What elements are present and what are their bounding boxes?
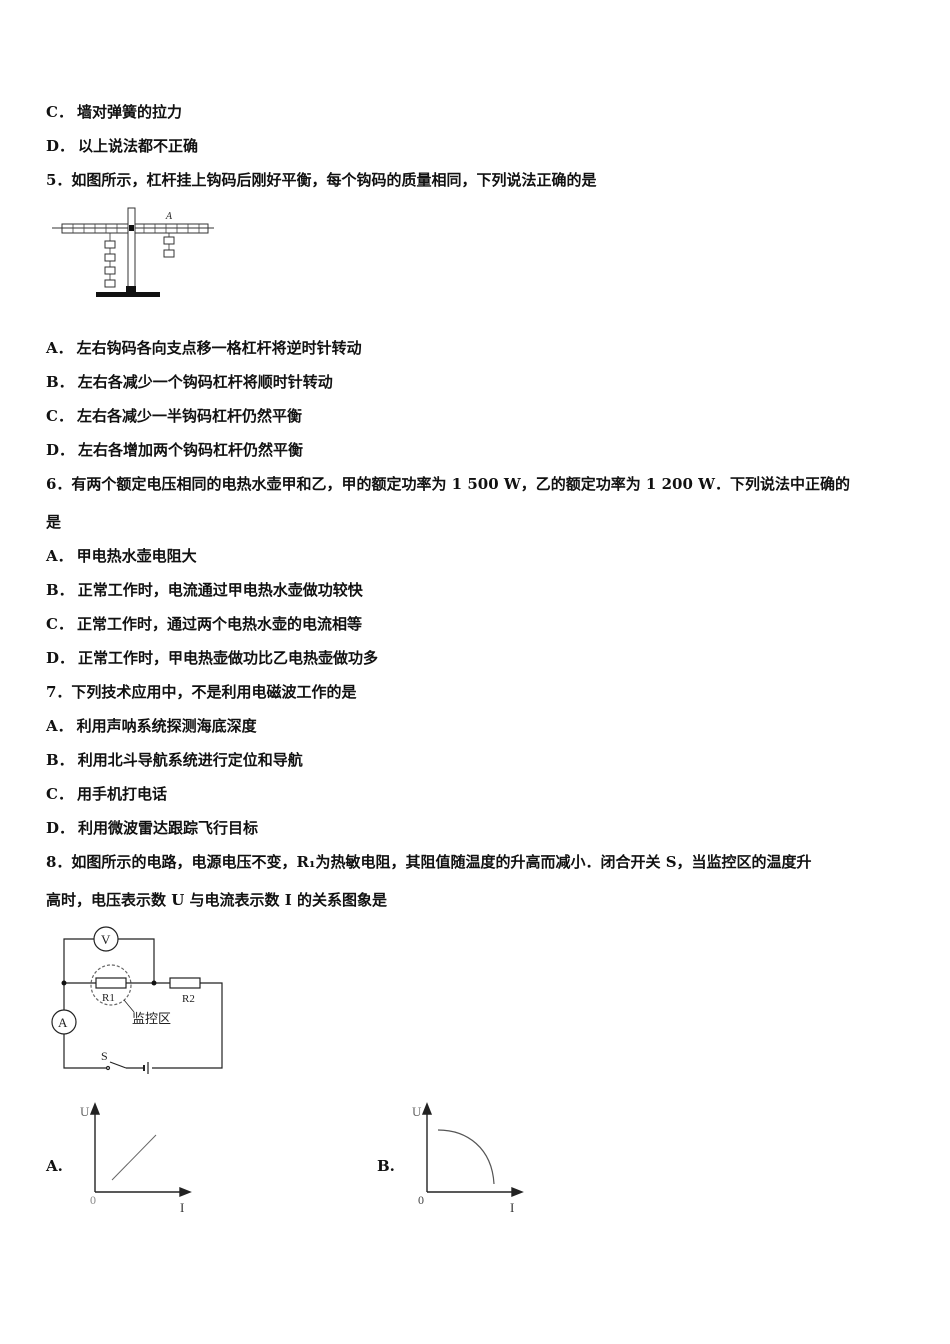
option-label: D． [46,649,75,667]
origin-label: 0 [90,1193,96,1207]
option-label: C． [46,103,73,121]
ammeter-label: A [58,1015,68,1030]
q5-option-b: B．左右各减少一个钩码杠杆将顺时针转动 [46,372,333,392]
option-label: C． [46,785,73,803]
graph-b: U 0 I [412,1102,524,1215]
circuit-diagram: V A R1 R2 S 监控区 [51,926,223,1074]
q7-option-b: B．利用北斗导航系统进行定位和导航 [46,750,303,770]
q8-stem-line2: 高时，电压表示数 U 与电流表示数 I 的关系图象是 [46,891,387,909]
q5-stem: 5．如图所示，杠杆挂上钩码后刚好平衡，每个钩码的质量相同，下列说法正确的是 [46,171,597,189]
y-axis-label: U [412,1104,422,1119]
option-label: C． [46,615,73,633]
graph-b-label: B. [377,1157,395,1175]
q7-option-a: A．利用声呐系统探测海底深度 [46,716,257,736]
q5-option-d: D．左右各增加两个钩码杠杆仍然平衡 [46,440,303,460]
x-axis-label: I [180,1200,184,1215]
q5-option-c: C．左右各减少一半钩码杠杆仍然平衡 [46,406,302,426]
option-text: 正常工作时，通过两个电热水壶的电流相等 [76,615,362,633]
q6-option-d: D．正常工作时，甲电热壶做功比乙电热壶做功多 [46,648,378,668]
q7-stem: 7．下列技术应用中，不是利用电磁波工作的是 [46,683,357,701]
monitor-zone-label: 监控区 [132,1012,171,1027]
q8-stem-line1: 8．如图所示的电路，电源电压不变，R₁为热敏电阻，其阻值随温度的升高而减小．闭合… [46,853,812,871]
graph-a-label: A. [46,1157,63,1175]
r2-label: R2 [182,993,195,1005]
r1-label: R1 [102,992,115,1004]
q6-option-c: C．正常工作时，通过两个电热水壶的电流相等 [46,614,362,634]
option-label: D． [46,441,75,459]
y-axis-label: U [80,1104,90,1119]
option-text: 左右各增加两个钩码杠杆仍然平衡 [78,441,304,459]
option-text: 利用微波雷达跟踪飞行目标 [78,819,259,837]
q4-option-d: D．以上说法都不正确 [46,136,198,156]
q5-option-a: A．左右钩码各向支点移一格杠杆将逆时针转动 [46,338,362,358]
option-text: 正常工作时，甲电热壶做功比乙电热壶做功多 [78,649,379,667]
switch-label: S [101,1049,108,1063]
option-text: 利用声呐系统探测海底深度 [76,717,257,735]
voltmeter-label: V [101,932,111,947]
q6-stem-line1: 6．有两个额定电压相同的电热水壶甲和乙，甲的额定功率为 1 500 W，乙的额定… [46,475,850,493]
q7-option-c: C．用手机打电话 [46,784,167,804]
option-label: B． [46,581,74,599]
option-text: 利用北斗导航系统进行定位和导航 [77,751,303,769]
x-axis-label: I [510,1200,514,1215]
option-label: A． [46,339,73,357]
option-text: 左右钩码各向支点移一格杠杆将逆时针转动 [76,339,362,357]
q7-option-d: D．利用微波雷达跟踪飞行目标 [46,818,258,838]
option-label: B． [46,373,74,391]
option-text: 用手机打电话 [76,785,167,803]
origin-label: 0 [418,1193,424,1207]
option-text: 左右各减少一个钩码杠杆将顺时针转动 [77,373,333,391]
q6-option-a: A．甲电热水壶电阻大 [46,546,197,566]
q6-option-b: B．正常工作时，电流通过甲电热水壶做功较快 [46,580,363,600]
graph-a: U 0 I [80,1102,192,1215]
q6-stem-line2: 是 [46,513,62,531]
option-text: 甲电热水壶电阻大 [76,547,197,565]
q4-option-c: C．墙对弹簧的拉力 [46,102,182,122]
option-label: A． [46,547,73,565]
option-label: B． [46,751,74,769]
option-text: 墙对弹簧的拉力 [76,103,182,121]
option-text: 左右各减少一半钩码杠杆仍然平衡 [76,407,302,425]
option-label: D． [46,137,75,155]
option-text: 以上说法都不正确 [78,137,199,155]
option-text: 正常工作时，电流通过甲电热水壶做功较快 [77,581,363,599]
option-label: C． [46,407,73,425]
option-label: A． [46,717,73,735]
option-label: D． [46,819,75,837]
point-a-label: A [165,212,173,222]
lever-figure: A [52,207,214,297]
